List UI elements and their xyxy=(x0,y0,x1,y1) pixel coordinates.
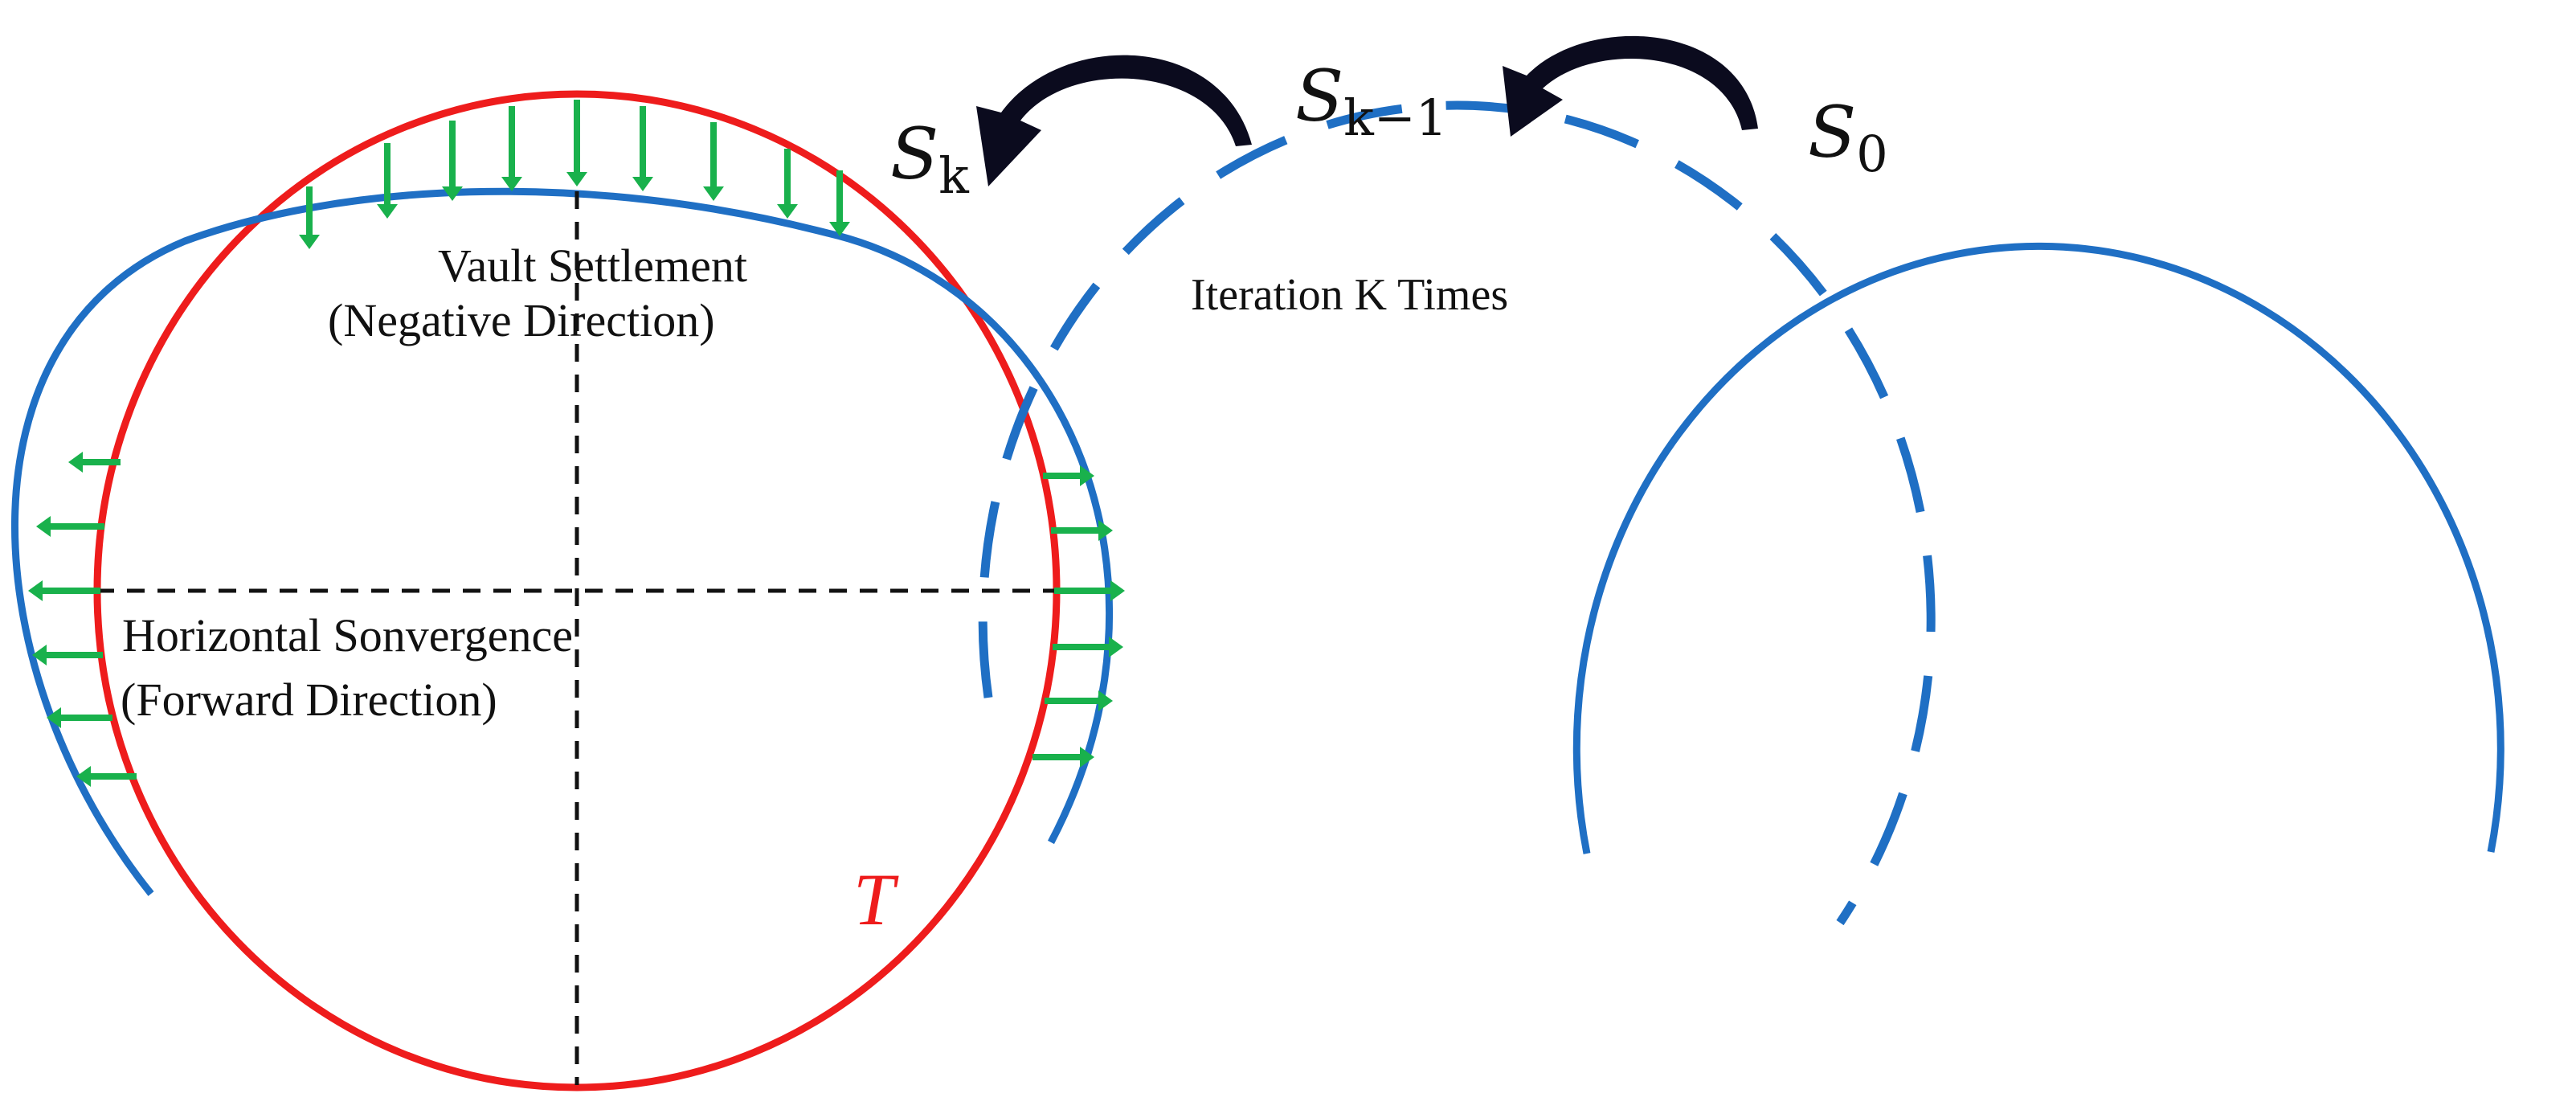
convergence-arrows-right xyxy=(1032,465,1125,768)
shape-s0-curve xyxy=(1572,242,2504,854)
shape-s0-symbol: S xyxy=(1808,91,1856,174)
iteration-arrow-left xyxy=(976,55,1252,186)
horizontal-label-line2: (Forward Direction) xyxy=(121,674,497,726)
iteration-label: Iteration K Times xyxy=(1191,270,1508,320)
shape-sk-minus-1-subscript: k−1 xyxy=(1343,88,1447,147)
shape-sk-minus-1-symbol: S xyxy=(1295,55,1343,137)
shape-sk-minus-1-label: Sk−1 xyxy=(1295,55,1447,147)
shape-sk-minus-1-curve xyxy=(978,100,1936,926)
curved-arrow-left-icon xyxy=(976,55,1252,186)
convergence-arrows-left xyxy=(28,452,137,787)
shape-sk-subscript: k xyxy=(938,146,969,205)
shape-sk-symbol: S xyxy=(890,113,938,195)
shape-s0-label: S0 xyxy=(1808,91,1888,183)
shape-s0-subscript: 0 xyxy=(1856,125,1887,183)
iteration-arrow-right xyxy=(1503,35,1758,137)
vault-label-line1: Vault Settlement xyxy=(438,240,747,292)
target-label: T xyxy=(853,858,899,940)
horizontal-label-line1: Horizontal Sonvergence xyxy=(122,609,573,661)
shape-sk-label: Sk xyxy=(890,113,969,205)
curved-arrow-left-icon xyxy=(1503,35,1758,137)
vault-label-line2: (Negative Direction) xyxy=(328,294,715,346)
settlement-arrows xyxy=(299,100,850,249)
